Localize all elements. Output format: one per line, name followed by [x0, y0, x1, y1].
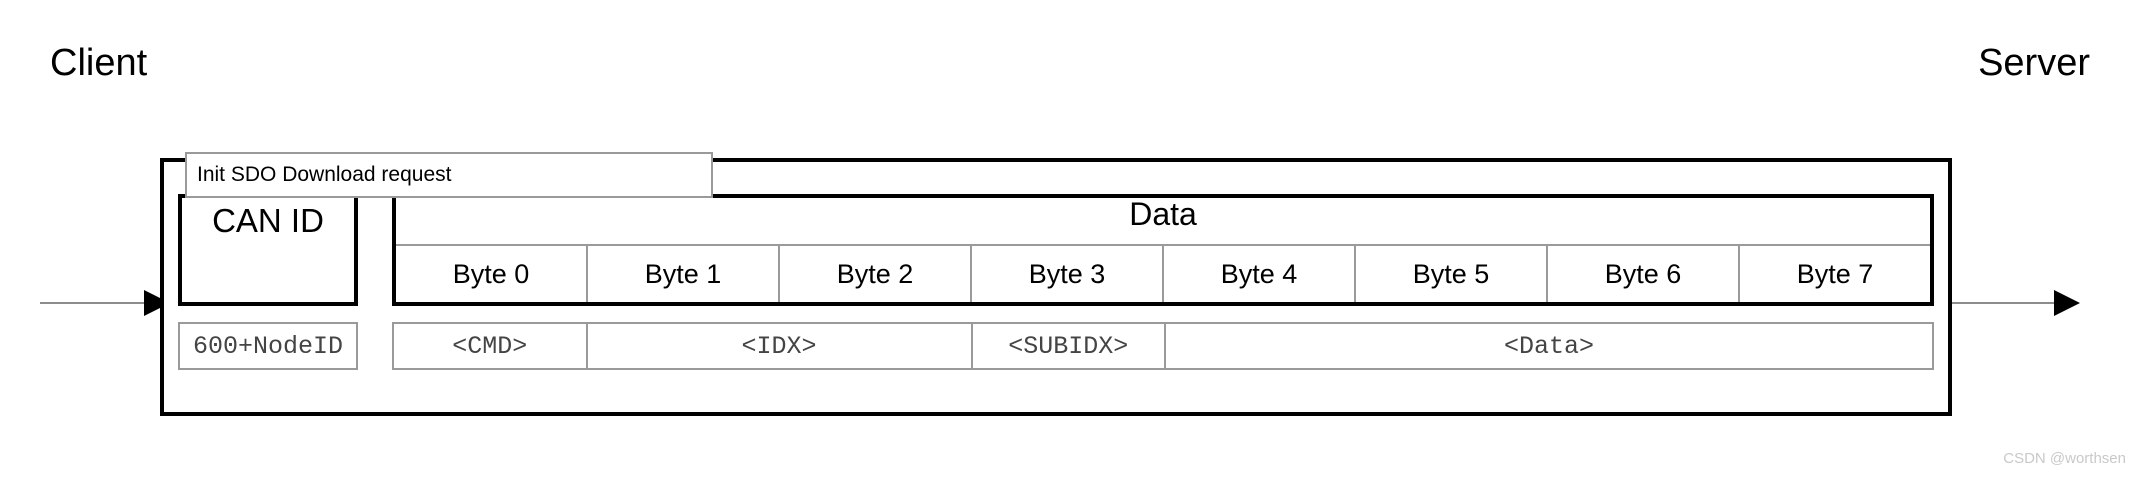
byte-cell: Byte 1	[588, 246, 780, 302]
byte-label-row: Byte 0 Byte 1 Byte 2 Byte 3 Byte 4 Byte …	[396, 246, 1930, 302]
byte-cell: Byte 7	[1796, 258, 1874, 289]
server-endpoint-label: Server	[1978, 42, 2090, 84]
arrow-head	[2054, 290, 2080, 316]
watermark: CSDN @worthsen	[2003, 450, 2126, 467]
byte-cell: Byte 6	[1548, 246, 1740, 302]
byte-cell: Byte 3	[972, 246, 1164, 302]
data-header-label: Data	[1129, 196, 1197, 232]
message-frame-contents: CAN ID Data Byte 0 Byte 1 Byte 2 Byte 3 …	[164, 162, 1948, 412]
can-id-value: 600+NodeID	[178, 322, 358, 370]
incoming-arrow-icon	[40, 290, 172, 316]
frame-value-row: 600+NodeID <CMD> <IDX> <SUBIDX> <Data>	[178, 322, 1934, 370]
byte-cell: Byte 0	[396, 246, 588, 302]
byte-cell: Byte 5	[1356, 246, 1548, 302]
request-label-box: Init SDO Download request	[185, 152, 713, 198]
data-header: Data	[396, 198, 1930, 246]
client-endpoint-label: Client	[50, 42, 148, 84]
arrow-shaft	[40, 302, 148, 304]
byte-cell: Byte 2	[780, 246, 972, 302]
can-id-box: CAN ID	[178, 194, 358, 306]
byte-cell: Byte 4	[1164, 246, 1356, 302]
arrow-shaft	[1950, 302, 2058, 304]
field-value-idx: <IDX>	[588, 324, 973, 368]
field-value-subidx: <SUBIDX>	[973, 324, 1166, 368]
field-value-cmd: <CMD>	[394, 324, 588, 368]
can-id-header-label: CAN ID	[212, 202, 324, 239]
data-value-group: <CMD> <IDX> <SUBIDX> <Data>	[392, 322, 1934, 370]
outgoing-arrow-icon	[1950, 290, 2082, 316]
data-box: Data Byte 0 Byte 1 Byte 2 Byte 3 Byte 4 …	[392, 194, 1934, 306]
frame-header-row: CAN ID Data Byte 0 Byte 1 Byte 2 Byte 3 …	[178, 194, 1934, 306]
field-value-data: <Data>	[1503, 331, 1594, 361]
request-label-text: Init SDO Download request	[197, 163, 452, 186]
